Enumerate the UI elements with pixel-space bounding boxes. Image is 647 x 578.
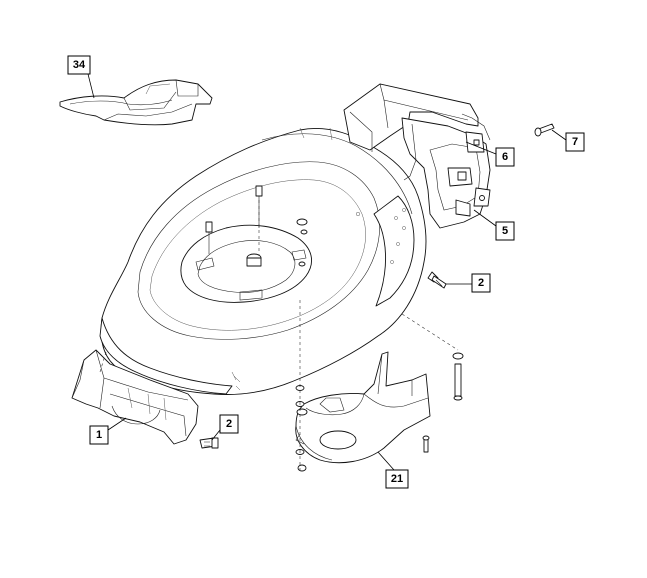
part-21-discharge-chute: [295, 351, 431, 464]
callout-label: 7: [572, 136, 578, 148]
part-2-screw-lower: [199, 437, 219, 449]
callout-6: 6: [495, 147, 515, 167]
leader-lines: [87, 73, 567, 471]
assembly-lines: [99, 200, 459, 470]
part-7-screw: [534, 123, 555, 137]
callout-label: 6: [502, 151, 508, 163]
callout-label: 5: [502, 225, 508, 237]
callout-label: 2: [226, 418, 232, 430]
callout-7: 7: [565, 132, 585, 152]
hardware-stack: [295, 352, 464, 472]
callout-label: 21: [391, 473, 403, 485]
deck-bolt: [205, 221, 213, 254]
part-34-shroud: [59, 79, 213, 126]
callout-label: 1: [96, 429, 102, 441]
callout-5: 5: [495, 221, 515, 241]
callout-21: 21: [385, 469, 409, 489]
callout-1: 1: [89, 425, 109, 445]
part-1-front-flap: [71, 349, 199, 445]
callout-34: 34: [67, 55, 91, 75]
part-6-rear-bracket: [343, 83, 491, 229]
mower-deck: [99, 127, 427, 395]
part-2-screw-upper: [427, 271, 447, 289]
callout-2-upper: 2: [471, 273, 491, 293]
callout-label: 2: [478, 277, 484, 289]
callout-label: 34: [73, 59, 86, 71]
callout-2-lower: 2: [219, 414, 239, 434]
